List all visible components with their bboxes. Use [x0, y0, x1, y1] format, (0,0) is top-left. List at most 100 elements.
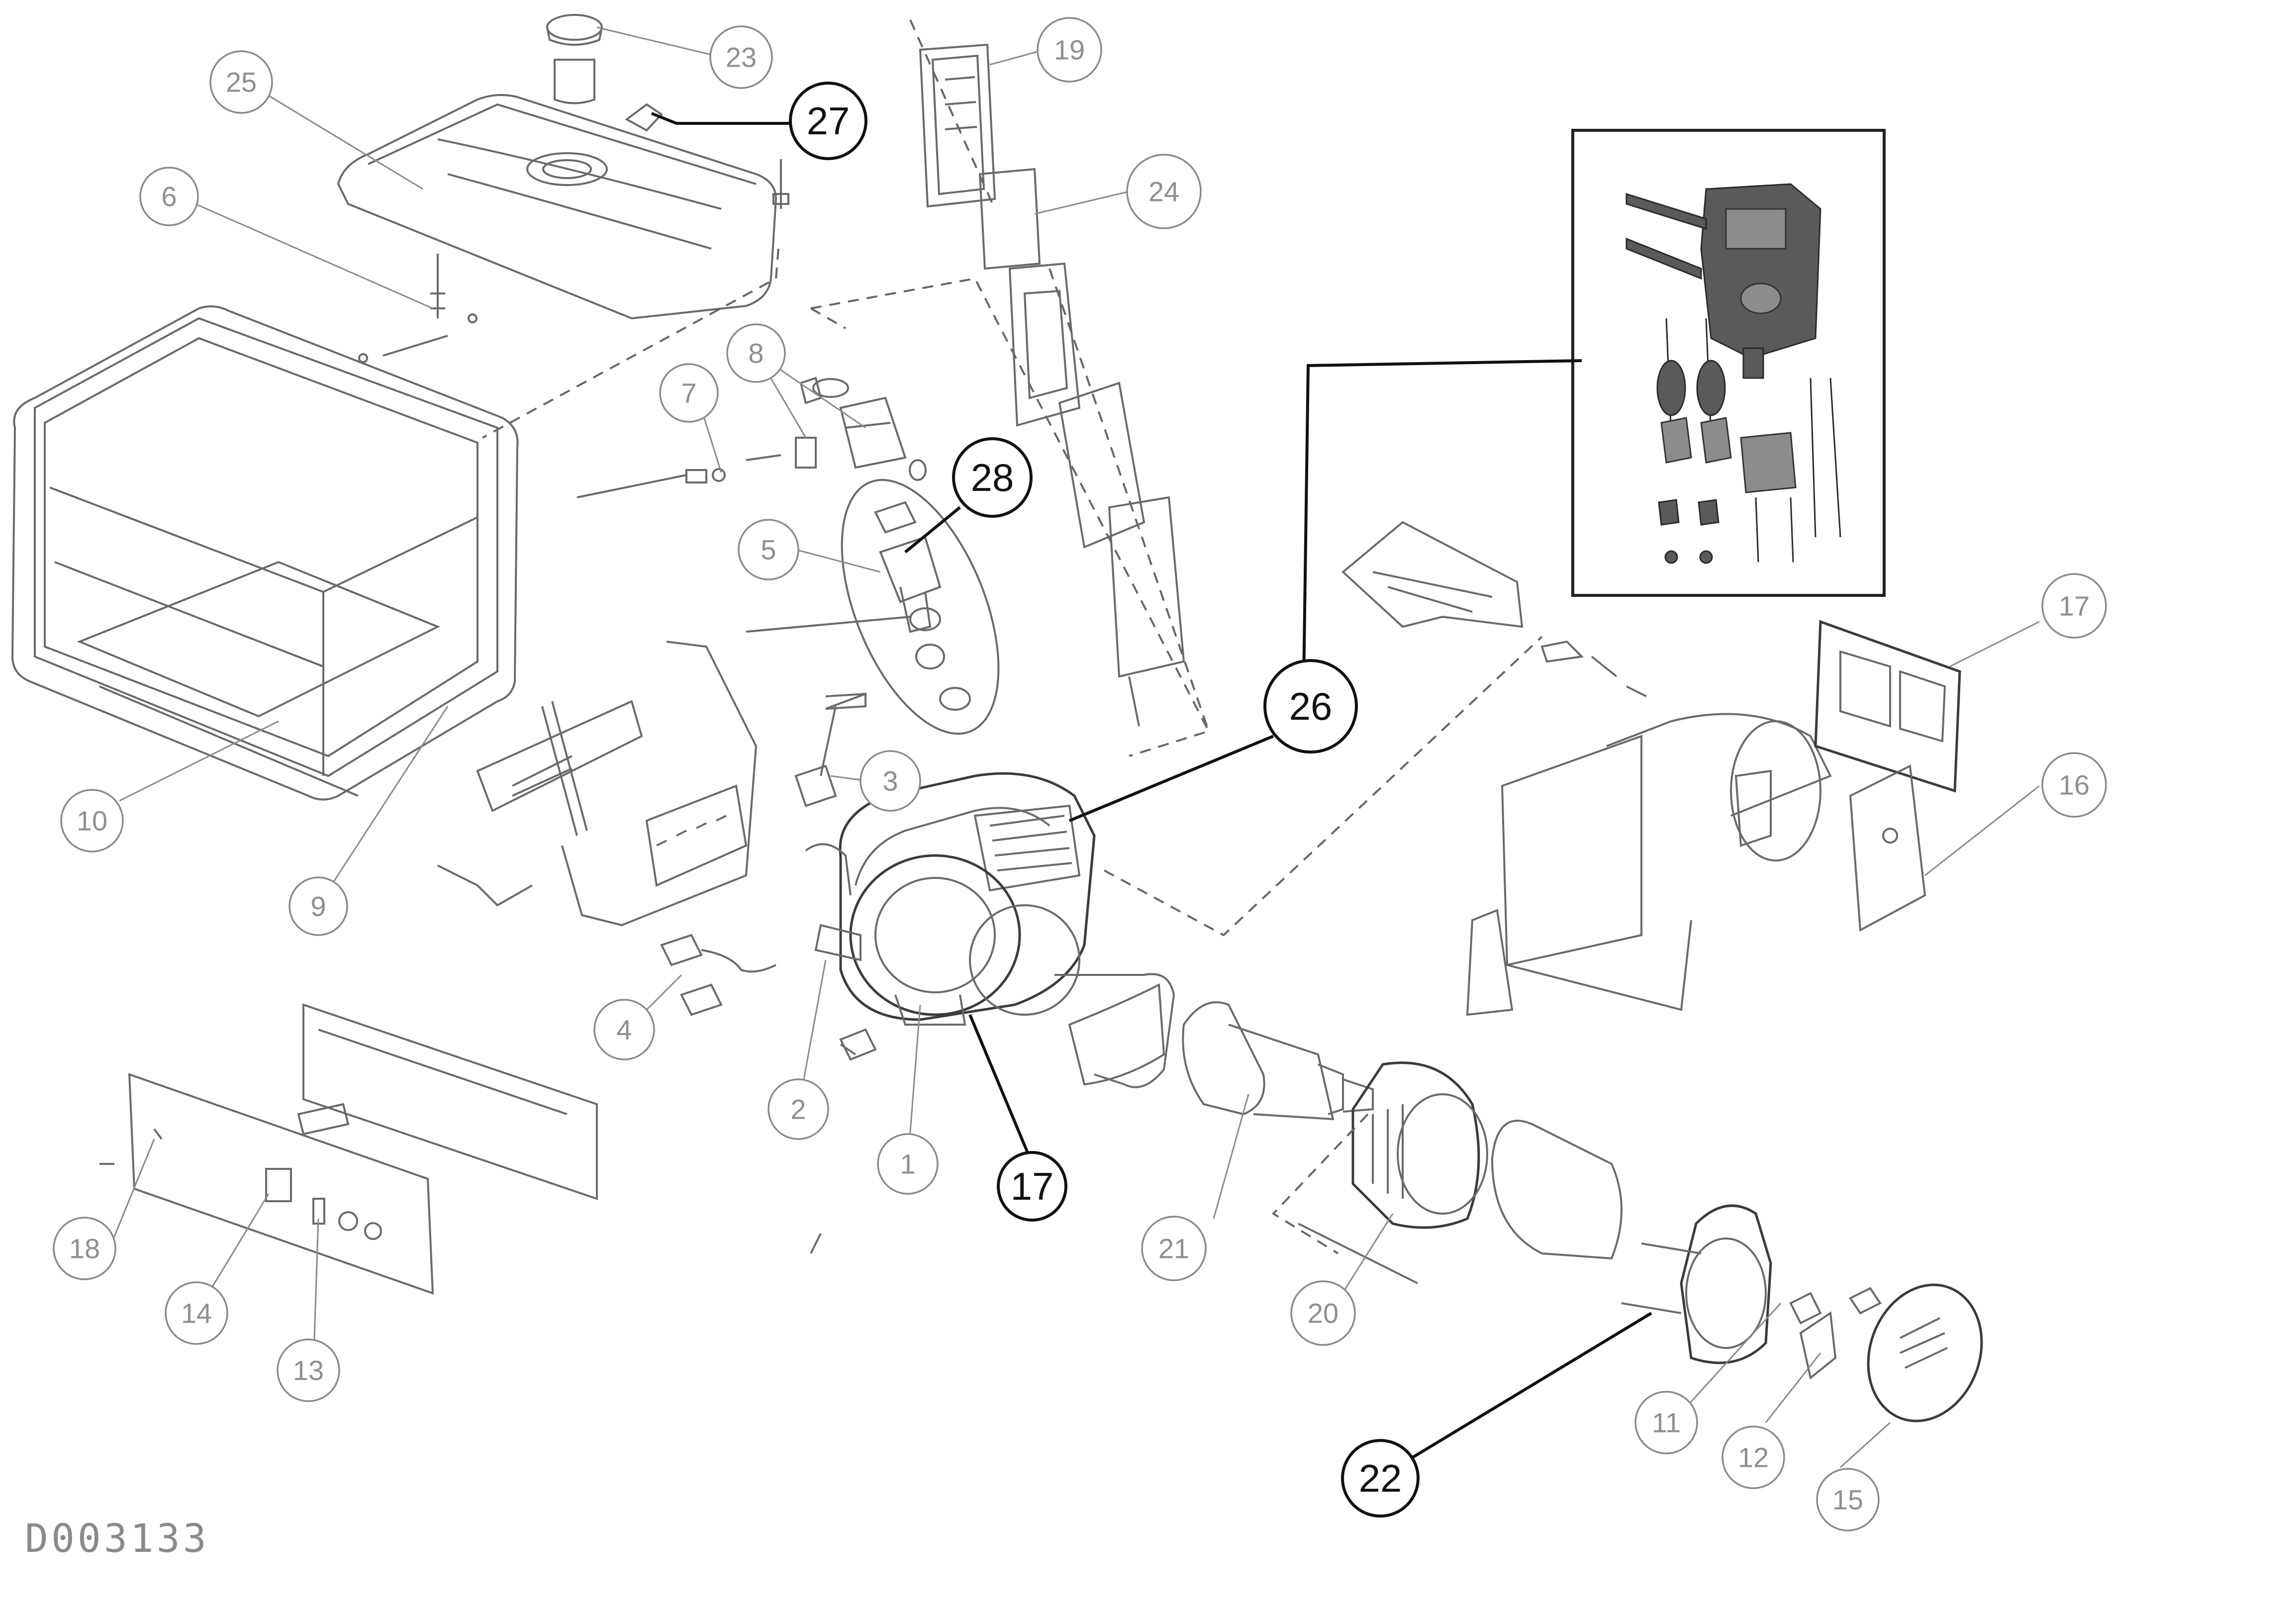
callout-14: 14	[165, 1281, 228, 1345]
callout-circle	[767, 1078, 829, 1140]
stator-cover-cylinder	[1491, 1120, 1623, 1260]
fuel-gauge	[625, 103, 664, 132]
dashed-line-filter	[909, 19, 1210, 732]
callout-19: 19	[1037, 17, 1102, 83]
callout-6: 6	[139, 167, 199, 226]
callout-10: 10	[60, 789, 124, 853]
callout-number: 3	[882, 765, 898, 797]
callout-11: 11	[1634, 1391, 1698, 1454]
callout-2: 2	[767, 1078, 829, 1140]
tank-bolt	[772, 159, 789, 209]
callout-15: 15	[1816, 1468, 1880, 1531]
callout-27: 27	[789, 82, 867, 160]
callout-24: 24	[1126, 154, 1202, 229]
callout-17b: 17	[997, 1151, 1067, 1222]
callout-number: 26	[1289, 684, 1333, 728]
brush-holder	[1789, 1287, 1882, 1380]
callout-26: 26	[1263, 659, 1358, 754]
callout-7: 7	[659, 363, 719, 423]
callout-circle	[789, 82, 867, 160]
callout-13: 13	[277, 1338, 340, 1402]
engine	[805, 772, 1175, 1088]
callout-circle	[738, 519, 799, 580]
callout-circle	[860, 750, 921, 812]
callout-28: 28	[952, 437, 1033, 518]
callout-3: 3	[860, 750, 921, 812]
callout-number: 9	[310, 891, 326, 922]
callout-23: 23	[709, 25, 773, 89]
callout-number: 8	[748, 338, 764, 369]
callout-circle	[593, 999, 655, 1060]
end-bell	[1621, 1204, 1772, 1364]
callout-5: 5	[738, 519, 799, 580]
callout-number: 13	[293, 1355, 324, 1386]
callout-circle	[139, 167, 199, 226]
alternator-stator	[1351, 1061, 1488, 1229]
callout-circle	[709, 25, 773, 89]
callout-circle	[1141, 1216, 1207, 1281]
generator-frame	[11, 305, 519, 801]
tank-mount-bolts	[358, 254, 478, 363]
dashed-line-stator	[1271, 1113, 1369, 1254]
callout-number: 14	[181, 1298, 212, 1329]
callout-number: 17	[1011, 1164, 1054, 1208]
callout-circle	[165, 1281, 228, 1345]
callout-circle	[997, 1151, 1067, 1222]
callout-25: 25	[209, 50, 273, 114]
carburetor-group	[746, 478, 1000, 735]
callout-22: 22	[1341, 1439, 1420, 1518]
callout-circle	[2041, 752, 2107, 818]
callout-number: 6	[161, 181, 177, 212]
dashed-assembly-line-tank	[482, 248, 779, 439]
fuel-tank	[337, 94, 777, 320]
callout-number: 2	[790, 1094, 806, 1125]
through-bolt	[1298, 1223, 1418, 1284]
end-plate	[1849, 764, 1926, 932]
callout-number: 4	[616, 1014, 632, 1046]
callout-8: 8	[726, 323, 786, 383]
control-panel	[99, 1003, 598, 1295]
callout-16: 16	[2041, 752, 2107, 818]
callout-circle	[60, 789, 124, 853]
callout-number: 12	[1738, 1442, 1769, 1473]
callout-number: 28	[971, 456, 1014, 499]
callout-circle	[2041, 573, 2107, 639]
leader-lines	[108, 26, 2040, 1468]
callout-1: 1	[877, 1133, 939, 1195]
callout-number: 15	[1832, 1484, 1863, 1516]
air-intake-group	[576, 277, 1210, 757]
callout-circle	[726, 323, 786, 383]
cylinder-head-inset	[1571, 129, 1886, 597]
drawing-code: D003133	[25, 1517, 209, 1561]
callout-4: 4	[593, 999, 655, 1060]
callout-circle	[1816, 1468, 1880, 1531]
callout-number: 18	[69, 1233, 100, 1264]
callout-number: 7	[681, 378, 696, 409]
callout-circle	[1290, 1280, 1356, 1346]
callout-number: 19	[1054, 34, 1085, 66]
air-filter-cover	[919, 43, 1185, 727]
alternator-housing	[1466, 640, 1832, 1016]
battery-tray	[437, 641, 758, 927]
callout-circle	[277, 1338, 340, 1402]
callout-number: 22	[1359, 1456, 1402, 1500]
callout-number: 5	[761, 534, 776, 566]
callout-circle	[209, 50, 273, 114]
callout-18: 18	[53, 1217, 116, 1280]
callout-number: 1	[900, 1148, 915, 1180]
callout-circle	[1721, 1426, 1785, 1489]
callout-number: 24	[1148, 176, 1179, 207]
end-cover-fan	[1867, 1283, 1983, 1423]
muffler-heat-shield	[1341, 521, 1524, 628]
callout-number: 10	[77, 805, 107, 837]
callout-circle	[1263, 659, 1358, 754]
callout-21: 21	[1141, 1216, 1207, 1281]
callout-number: 11	[1652, 1407, 1681, 1438]
fuel-cap	[546, 14, 603, 104]
callout-number: 23	[726, 42, 757, 73]
callout-circle	[1341, 1439, 1420, 1518]
dashed-line-cylinder-head	[1104, 636, 1543, 937]
callout-17a: 17	[2041, 573, 2107, 639]
callout-circle	[1126, 154, 1202, 229]
